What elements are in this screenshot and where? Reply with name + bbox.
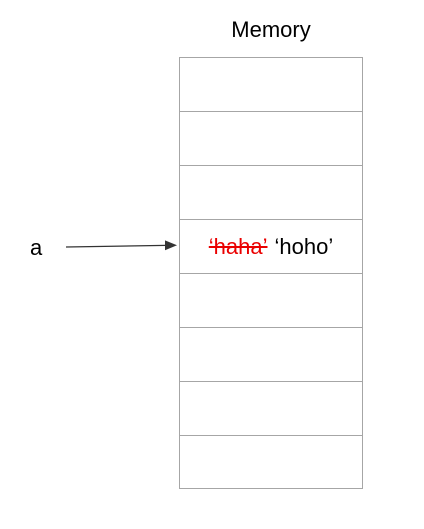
variable-label: a	[30, 235, 43, 260]
memory-title: Memory	[231, 17, 311, 42]
pointer-arrow	[65, 240, 177, 251]
memory-cell-4	[179, 273, 363, 327]
memory-cell-2	[179, 165, 363, 219]
memory-cell-1	[179, 111, 363, 165]
memory-cell-6	[179, 381, 363, 435]
memory-cell-3: ‘haha’ ‘hoho’	[179, 219, 363, 273]
memory-cell-0	[179, 57, 363, 111]
arrow-head-icon	[165, 240, 177, 251]
arrow-shaft	[65, 244, 167, 248]
memory-cell-5	[179, 327, 363, 381]
memory-cell-7	[179, 435, 363, 489]
new-value: ‘hoho’	[274, 233, 334, 259]
old-value-struck: ‘haha’	[208, 233, 268, 259]
memory-block: ‘haha’ ‘hoho’	[179, 57, 363, 489]
